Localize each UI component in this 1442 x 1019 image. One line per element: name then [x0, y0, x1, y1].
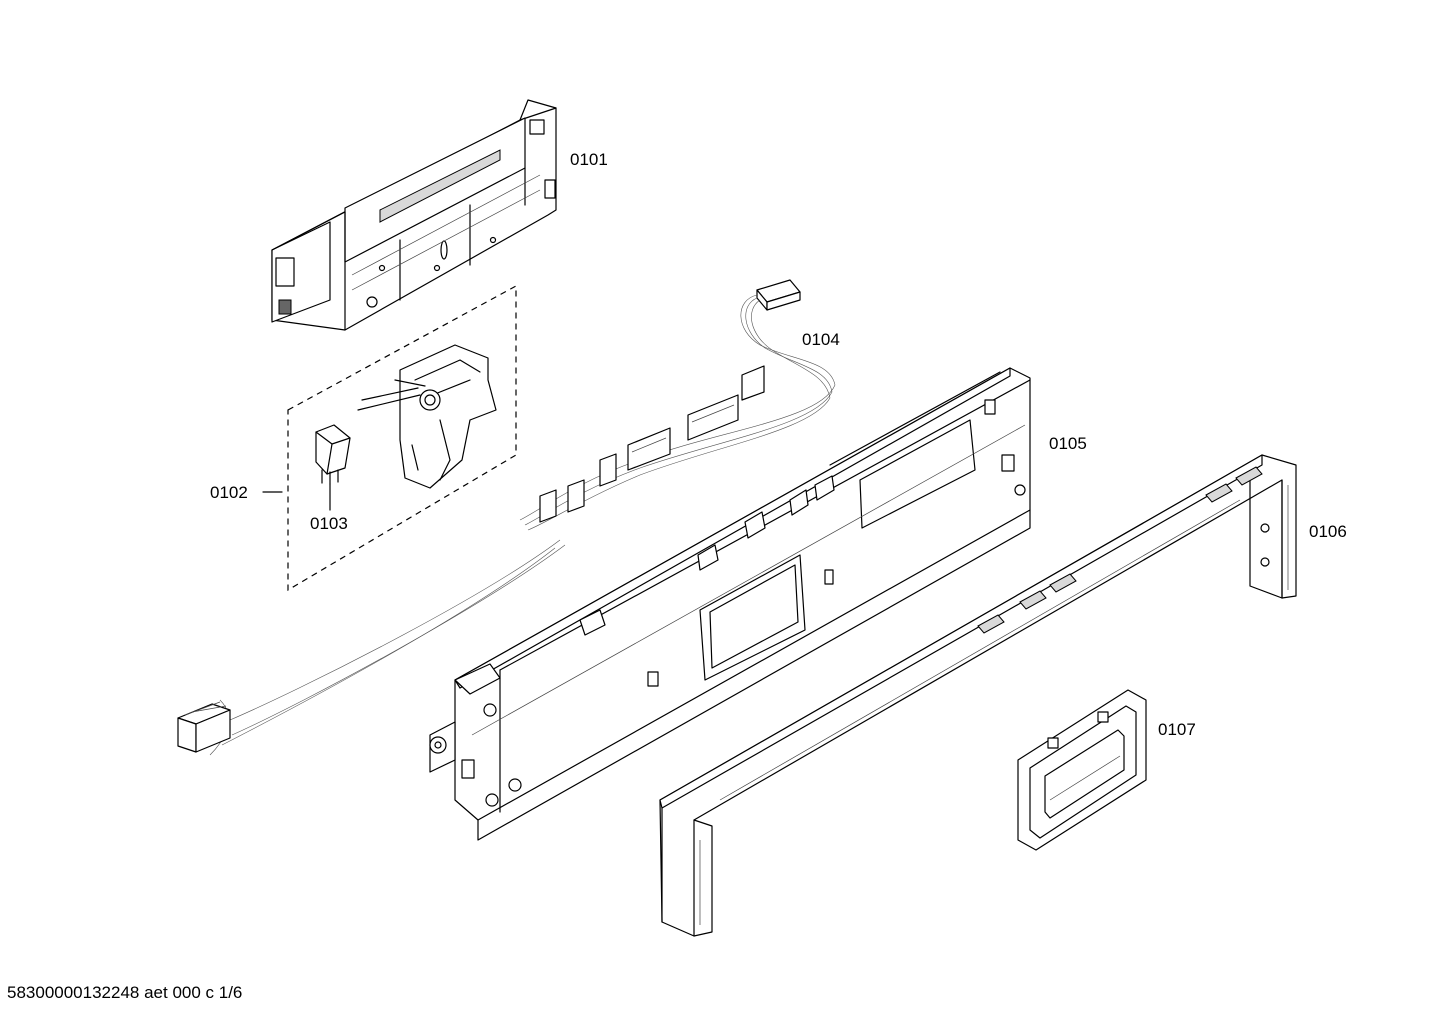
switch-mechanism-drawing	[357, 344, 497, 489]
control-panel-carrier-drawing	[429, 367, 1031, 841]
micro-switch-drawing	[315, 424, 351, 511]
label-part-0101: 0101	[570, 150, 608, 169]
handle-insert-drawing	[1017, 689, 1147, 851]
label-part-0106: 0106	[1309, 522, 1347, 541]
document-code: 58300000132248 aet 000 c 1/6	[7, 983, 243, 1002]
wiring-harness-drawing	[177, 279, 836, 756]
label-part-0107: 0107	[1158, 720, 1196, 739]
control-module-drawing	[271, 99, 557, 331]
label-part-0102: 0102	[210, 483, 248, 502]
switch-group-outline	[262, 284, 517, 592]
label-part-0103: 0103	[310, 514, 348, 533]
label-part-0105: 0105	[1049, 434, 1087, 453]
label-part-0104: 0104	[802, 330, 840, 349]
panel-frame-drawing	[659, 454, 1297, 937]
